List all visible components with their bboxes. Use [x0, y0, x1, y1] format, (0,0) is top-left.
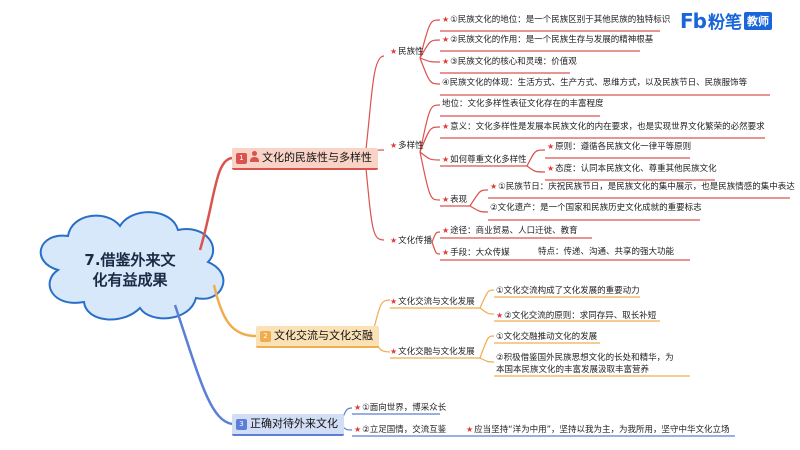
star-icon: ★ [442, 155, 450, 164]
branch3-item-1-text: ①面向世界，博采众长 [362, 403, 447, 413]
minzuxing-item-1-text: ①民族文化的地位：是一个民族区别于其他民族的独特标识 [450, 15, 671, 25]
duoyangxing-meaning: ★意义：文化多样性是发展本民族文化的内在要求，也是实现世界文化繁荣的必然要求 [442, 121, 765, 133]
logo-tag: 教师 [743, 11, 772, 30]
chuanbo-node[interactable]: ★文化传播 [390, 235, 432, 247]
expression-heritage-text: ②文化遗产：是一个国家和民族历史文化成就的重要标志 [490, 203, 702, 213]
respect-principle: ★原则：遵循各民族文化一律平等原则 [547, 141, 691, 153]
fusion-label: 文化交融与文化发展 [398, 347, 475, 357]
person-icon [250, 151, 259, 162]
duoyangxing-status: 地位：文化多样性表征文化存在的丰富程度 [442, 99, 604, 109]
branch3-item-3-text: 应当坚持“洋为中用”，坚持以我为主，为我所用，坚守中华文化立场 [474, 425, 730, 435]
star-icon: ★ [390, 297, 398, 306]
minzuxing-node[interactable]: ★民族性 [390, 46, 424, 58]
star-icon: ★ [390, 141, 398, 150]
star-icon: ★ [442, 35, 450, 44]
branch3-item-2: ★②立足国情，交流互鉴 [354, 424, 446, 436]
minzuxing-item-2-text: ②民族文化的作用：是一个民族生存与发展的精神根基 [450, 35, 654, 45]
branch3-item-3: ★应当坚持“洋为中用”，坚持以我为主，为我所用，坚守中华文化立场 [466, 424, 729, 436]
chuanbo-label: 文化传播 [398, 236, 433, 246]
minzuxing-item-3-text: ③民族文化的核心和灵魂：价值观 [450, 57, 577, 67]
minzuxing-item-3: ★③民族文化的核心和灵魂：价值观 [442, 56, 577, 68]
star-icon: ★ [490, 182, 498, 191]
star-icon: ★ [466, 425, 474, 434]
exchange-item-2: ★②文化交流的原则：求同存异、取长补短 [496, 310, 656, 322]
star-icon: ★ [547, 142, 555, 151]
exchange-node[interactable]: ★文化交流与文化发展 [390, 296, 475, 308]
chuanbo-routes-text: 途径：商业贸易、人口迁徙、教育 [450, 226, 578, 236]
branch2-badge: 2 [260, 331, 271, 342]
fusion-item-2: ②积极借鉴国外民族思想文化的长处和精华，为 [496, 353, 674, 363]
respect-node[interactable]: ★如何尊重文化多样性 [442, 154, 527, 166]
star-icon: ★ [442, 195, 450, 204]
exchange-label: 文化交流与文化发展 [398, 297, 475, 307]
respect-attitude: ★态度：认同本民族文化、尊重其他民族文化 [547, 163, 717, 175]
minzuxing-label: 民族性 [398, 47, 424, 57]
branch3-item-1: ★①面向世界，博采众长 [354, 402, 446, 414]
minzuxing-item-4: ④民族文化的体现：生活方式、生产方式、思维方式，以及民族节日、民族服饰等 [442, 78, 747, 89]
expression-festival-text: ①民族节日：庆祝民族节日，是民族文化的集中展示，也是民族情感的集中表达 [498, 182, 795, 192]
star-icon: ★ [390, 236, 398, 245]
expression-festival: ★①民族节日：庆祝民族节日，是民族文化的集中展示，也是民族情感的集中表达 [490, 181, 795, 193]
duoyangxing-label: 多样性 [398, 141, 424, 151]
central-topic-line1: 7.借鉴外来文 [84, 251, 176, 269]
branch3-title: 正确对待外来文化 [250, 417, 338, 430]
central-topic: 7.借鉴外来文 化有益成果 [42, 250, 218, 290]
central-topic-line2: 化有益成果 [92, 271, 168, 289]
fusion-node[interactable]: ★文化交融与文化发展 [390, 346, 475, 358]
respect-principle-text: 原则：遵循各民族文化一律平等原则 [555, 142, 692, 152]
star-icon: ★ [442, 15, 450, 24]
star-icon: ★ [496, 311, 504, 320]
logo-name: 粉笔 [707, 13, 742, 33]
respect-label: 如何尊重文化多样性 [450, 155, 527, 165]
star-icon: ★ [442, 248, 450, 257]
chuanbo-routes: ★途径：商业贸易、人口迁徙、教育 [442, 225, 578, 237]
branch3-badge: 3 [236, 419, 247, 430]
branch1-node[interactable]: 1 文化的民族性与多样性 [232, 148, 378, 170]
branch3-item-2-text: ②立足国情，交流互鉴 [362, 425, 447, 435]
exchange-item-2-text: ②文化交流的原则：求同存异、取长补短 [504, 311, 657, 321]
star-icon: ★ [442, 122, 450, 131]
chuanbo-means: ★手段：大众传媒 [442, 247, 510, 259]
chuanbo-means-text: 手段：大众传媒 [450, 248, 510, 258]
star-icon: ★ [547, 164, 555, 173]
star-icon: ★ [442, 226, 450, 235]
duoyangxing-node[interactable]: ★多样性 [390, 140, 424, 152]
fusion-item-1: ①文化交融推动文化的发展 [496, 332, 598, 342]
expression-node[interactable]: ★表现 [442, 194, 467, 206]
star-icon: ★ [390, 347, 398, 356]
expression-heritage: ②文化遗产：是一个国家和民族历史文化成就的重要标志 [490, 203, 702, 214]
exchange-item-1: ①文化交流构成了文化发展的重要动力 [496, 286, 640, 296]
branch1-badge: 1 [236, 153, 247, 164]
central-cloud [39, 211, 225, 321]
branch2-title: 文化交流与文化交融 [274, 329, 373, 342]
star-icon: ★ [442, 57, 450, 66]
star-icon: ★ [354, 425, 362, 434]
chuanbo-features: 特点：传递、沟通、共享的强大功能 [538, 247, 675, 257]
duoyangxing-meaning-text: 意义：文化多样性是发展本民族文化的内在要求，也是实现世界文化繁荣的必然要求 [450, 122, 765, 132]
minzuxing-item-1: ★①民族文化的地位：是一个民族区别于其他民族的独特标识 [442, 14, 670, 26]
minzuxing-item-4-text: ④民族文化的体现：生活方式、生产方式、思维方式，以及民族节日、民族服饰等 [442, 78, 748, 88]
logo-mark: Fb [680, 8, 707, 33]
respect-attitude-text: 态度：认同本民族文化、尊重其他民族文化 [555, 164, 717, 174]
star-icon: ★ [390, 47, 398, 56]
star-icon: ★ [354, 403, 362, 412]
expression-label: 表现 [450, 195, 468, 205]
branch1-title: 文化的民族性与多样性 [262, 151, 372, 164]
minzuxing-item-2: ★②民族文化的作用：是一个民族生存与发展的精神根基 [442, 34, 653, 46]
fusion-item-3: 本国本民族文化的丰富发展汲取丰富营养 [496, 365, 650, 375]
